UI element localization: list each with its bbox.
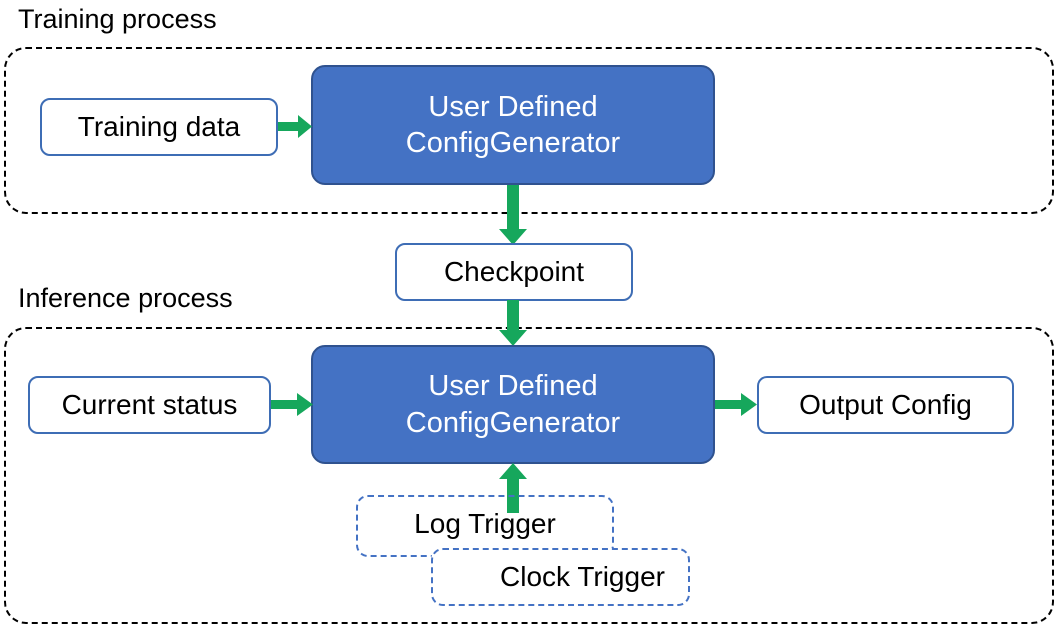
training-process-caption: Training process <box>18 4 217 34</box>
arrow-log-trigger-to-process <box>497 463 529 513</box>
node-output-config-label: Output Config <box>799 389 972 420</box>
arrow-training-data-to-process <box>278 112 314 142</box>
node-inference-config-generator[interactable]: User Defined ConfigGenerator <box>311 345 715 464</box>
node-training-config-generator-line1: User Defined <box>428 90 598 123</box>
node-current-status-label: Current status <box>61 389 238 420</box>
inference-process-group <box>4 327 1054 624</box>
arrow-checkpoint-to-inference-process <box>497 300 529 348</box>
arrow-training-process-to-checkpoint <box>497 185 529 247</box>
inference-process-caption: Inference process <box>18 283 233 313</box>
node-log-trigger-label: Log Trigger <box>414 508 556 539</box>
node-training-config-generator-line2: ConfigGenerator <box>405 127 621 159</box>
training-process-group <box>4 47 1054 214</box>
node-inference-config-generator-line1: User Defined <box>428 370 598 403</box>
node-clock-trigger-label: Clock Trigger <box>500 561 665 592</box>
node-checkpoint[interactable]: Checkpoint <box>395 243 633 301</box>
arrow-process-to-output-config <box>715 390 759 420</box>
node-current-status[interactable]: Current status <box>28 376 271 434</box>
node-training-config-generator[interactable]: User Defined ConfigGenerator <box>311 65 715 185</box>
node-checkpoint-label: Checkpoint <box>443 256 585 287</box>
node-output-config[interactable]: Output Config <box>757 376 1014 434</box>
arrow-current-status-to-process <box>271 390 315 420</box>
node-training-data[interactable]: Training data <box>40 98 278 156</box>
node-clock-trigger[interactable]: Clock Trigger <box>431 548 690 606</box>
node-inference-config-generator-line2: ConfigGenerator <box>405 406 621 439</box>
node-training-data-label: Training data <box>77 111 241 142</box>
